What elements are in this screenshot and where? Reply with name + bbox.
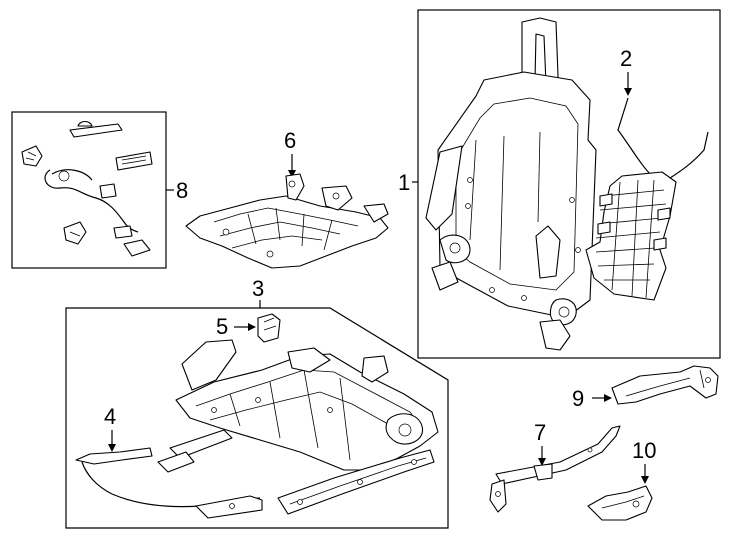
callout-4: 4 — [104, 404, 116, 429]
box-3-frame — [65, 307, 449, 529]
callout-6: 6 — [284, 128, 296, 153]
callout-10: 10 — [632, 438, 656, 463]
box-1-frame — [417, 9, 721, 359]
cushion-frame-assembly-icon — [157, 339, 439, 515]
seat-back-frame-icon — [425, 17, 597, 351]
callout-3: 3 — [252, 276, 264, 301]
group-8-harness-box: 8 — [11, 111, 188, 269]
group-10: 10 — [587, 438, 656, 521]
trim-bracket-icon — [587, 485, 653, 521]
group-9: 9 — [572, 365, 719, 411]
group-6-cushion-pan: 6 — [185, 128, 389, 269]
callout-7: 7 — [534, 420, 546, 445]
wiring-harness-kit-icon — [21, 120, 153, 257]
group-3-cushion-box: 3 5 — [65, 276, 449, 529]
group-1-seatback-box: 1 2 — [398, 9, 721, 359]
track-bar-icon — [75, 447, 263, 519]
callout-5: 5 — [216, 314, 228, 339]
trim-panel-icon — [611, 365, 719, 405]
callout-1: 1 — [398, 170, 410, 195]
side-bracket-icon — [489, 425, 621, 513]
group-7: 7 — [489, 420, 621, 513]
callout-8: 8 — [176, 178, 188, 203]
callout-2: 2 — [620, 46, 632, 71]
callout-9: 9 — [572, 386, 584, 411]
sensor-module-icon — [257, 313, 281, 343]
lumbar-support-icon — [585, 97, 709, 301]
cushion-pan-icon — [185, 173, 389, 269]
